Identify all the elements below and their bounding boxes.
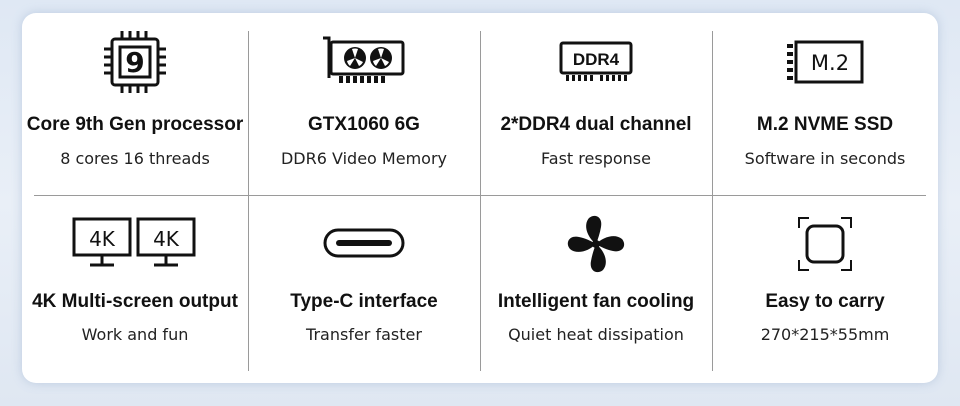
- divider-vertical: [712, 31, 713, 371]
- ram-icon-label: DDR4: [573, 50, 620, 69]
- feature-subtitle: DDR6 Video Memory: [280, 149, 447, 168]
- feature-subtitle: Software in seconds: [744, 149, 906, 168]
- graphics-card-icon: [323, 36, 405, 83]
- feature-title: M.2 NVME SSD: [756, 114, 894, 135]
- cpu-icon-label: 9: [125, 46, 144, 79]
- feature-gpu: GTX1060 6G DDR6 Video Memory: [248, 13, 480, 195]
- divider-vertical: [248, 31, 249, 371]
- feature-ssd: M.2 M.2 NVME SSD Software in seconds: [712, 13, 938, 195]
- compact-box-icon: [798, 217, 852, 271]
- monitor-2-label: 4K: [153, 227, 180, 251]
- feature-title: Core 9th Gen processor: [26, 114, 244, 135]
- feature-grid: 9 Core 9th Gen processor 8 cores 16 thre…: [22, 13, 938, 383]
- feature-title: Easy to carry: [765, 291, 885, 312]
- ssd-icon-label: M.2: [811, 51, 849, 75]
- fan-icon: [567, 215, 625, 273]
- feature-subtitle: Transfer faster: [306, 325, 422, 344]
- ram-icon: DDR4: [559, 41, 633, 81]
- ssd-icon: M.2: [787, 40, 864, 84]
- feature-subtitle: Quiet heat dissipation: [508, 325, 684, 344]
- feature-4k-output: 4K 4K 4K Multi-screen output Work and fu…: [22, 195, 248, 383]
- usb-c-port-icon: [323, 228, 405, 258]
- cpu-icon: 9: [104, 31, 166, 93]
- feature-type-c: Type-C interface Transfer faster: [248, 195, 480, 383]
- feature-title: Intelligent fan cooling: [497, 291, 695, 312]
- divider-vertical: [480, 31, 481, 371]
- feature-subtitle: 8 cores 16 threads: [60, 149, 210, 168]
- feature-title: 2*DDR4 dual channel: [500, 114, 692, 135]
- feature-fan: Intelligent fan cooling Quiet heat dissi…: [480, 195, 712, 383]
- feature-title: GTX1060 6G: [308, 114, 420, 135]
- feature-cpu: 9 Core 9th Gen processor 8 cores 16 thre…: [22, 13, 248, 195]
- feature-subtitle: 270*215*55mm: [760, 325, 890, 344]
- feature-subtitle: Fast response: [541, 149, 651, 168]
- feature-subtitle: Work and fun: [81, 325, 189, 344]
- feature-card: 9 Core 9th Gen processor 8 cores 16 thre…: [22, 13, 938, 383]
- feature-title: 4K Multi-screen output: [32, 291, 238, 312]
- monitor-1-label: 4K: [89, 227, 116, 251]
- dual-monitor-icon: 4K 4K: [72, 217, 196, 267]
- feature-title: Type-C interface: [290, 291, 438, 312]
- feature-portable: Easy to carry 270*215*55mm: [712, 195, 938, 383]
- feature-ram: DDR4 2*DDR4 dual channel Fast response: [480, 13, 712, 195]
- divider-horizontal: [34, 195, 926, 196]
